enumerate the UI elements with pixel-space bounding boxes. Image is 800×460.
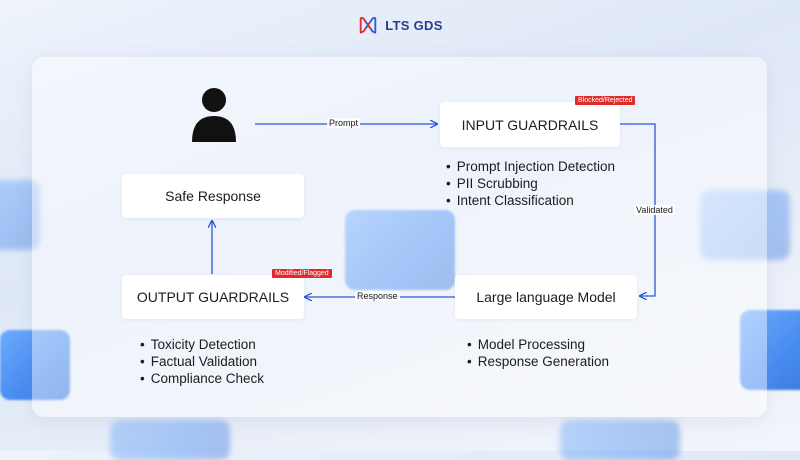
- background-tile: [740, 310, 800, 390]
- input-guardrails-box: INPUT GUARDRAILS: [440, 102, 620, 147]
- list-item: Prompt Injection Detection: [446, 158, 615, 175]
- brand-logo: LTS GDS: [0, 14, 800, 36]
- brand-name: LTS GDS: [385, 17, 443, 33]
- input-features-list: Prompt Injection Detection PII Scrubbing…: [446, 158, 615, 209]
- background-tile: [0, 330, 70, 400]
- list-item: Compliance Check: [140, 370, 264, 387]
- output-guardrails-label: OUTPUT GUARDRAILS: [136, 289, 290, 305]
- flagged-badge: Modified/Flagged: [272, 269, 332, 278]
- list-item: Model Processing: [467, 336, 609, 353]
- background-tile: [345, 210, 455, 290]
- safe-response-label: Safe Response: [165, 188, 261, 204]
- llm-label: Large language Model: [476, 289, 616, 305]
- edge-label-response: Response: [355, 291, 400, 301]
- background-tile: [0, 180, 40, 250]
- input-guardrails-label: INPUT GUARDRAILS: [461, 116, 599, 133]
- edge-label-validated: Validated: [634, 205, 675, 215]
- list-item: PII Scrubbing: [446, 175, 615, 192]
- llm-box: Large language Model: [455, 275, 637, 319]
- background-tile: [700, 190, 790, 260]
- edge-label-prompt: Prompt: [327, 118, 361, 128]
- blocked-badge: Blocked/Rejected: [575, 96, 636, 105]
- list-item: Toxicity Detection: [140, 336, 264, 353]
- llm-features-list: Model Processing Response Generation: [467, 336, 609, 370]
- user-icon: [192, 88, 236, 142]
- list-item: Factual Validation: [140, 353, 264, 370]
- output-features-list: Toxicity Detection Factual Validation Co…: [140, 336, 264, 387]
- logo-icon: [360, 16, 377, 34]
- list-item: Intent Classification: [446, 192, 615, 209]
- list-item: Response Generation: [467, 353, 609, 370]
- safe-response-box: Safe Response: [122, 174, 304, 218]
- output-guardrails-box: OUTPUT GUARDRAILS: [122, 275, 304, 319]
